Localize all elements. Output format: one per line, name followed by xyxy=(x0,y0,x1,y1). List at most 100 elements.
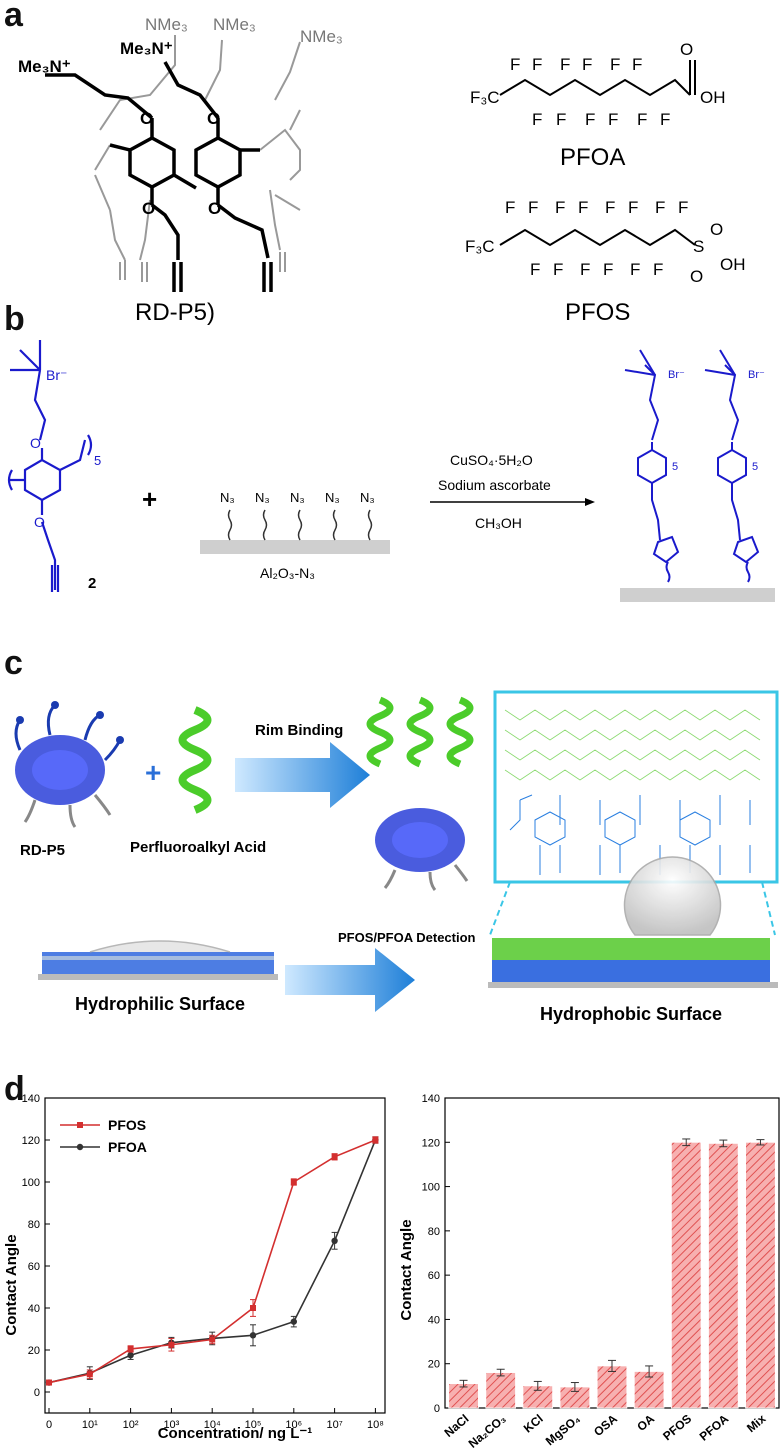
svg-text:F: F xyxy=(610,55,620,74)
series-line-pfos xyxy=(48,1139,376,1384)
svg-text:F: F xyxy=(578,198,588,217)
line-chart-marks xyxy=(45,1136,379,1386)
svg-text:F₃C: F₃C xyxy=(465,237,495,256)
svg-text:O: O xyxy=(680,40,693,59)
data-point xyxy=(290,1179,297,1185)
rdp5-front-rings xyxy=(45,61,273,292)
x-tick-label: KCl xyxy=(521,1412,546,1436)
pfoa-skeleton xyxy=(499,60,696,97)
x-tick-label: PFOS xyxy=(660,1412,694,1444)
bar-oa xyxy=(633,1371,665,1409)
x-tick-label: Mix xyxy=(744,1411,769,1435)
y-tick-label: 0 xyxy=(34,1387,40,1399)
legend-label: PFOA xyxy=(108,1139,147,1155)
svg-text:F: F xyxy=(505,198,515,217)
svg-text:F: F xyxy=(660,110,670,129)
y-tick-label: 20 xyxy=(428,1359,440,1371)
data-point xyxy=(372,1137,379,1143)
x-tick-label: 0 xyxy=(46,1419,52,1431)
zoom-fluoro-layer xyxy=(504,709,761,781)
reagent-cuso4: CuSO₄·5H₂O xyxy=(450,452,533,468)
detection-arrow xyxy=(285,948,415,1012)
zoom-macrocycle-layer xyxy=(509,794,751,875)
y-tick-label: 40 xyxy=(428,1314,440,1326)
svg-text:F: F xyxy=(582,55,592,74)
bar-na₂co₃ xyxy=(485,1372,516,1409)
data-point xyxy=(127,1345,134,1352)
rdp5-back-skeleton xyxy=(94,35,301,282)
alumina-surface xyxy=(200,540,390,554)
y-tick-label: 120 xyxy=(422,1137,440,1149)
svg-text:F: F xyxy=(580,260,590,279)
data-point xyxy=(249,1332,257,1339)
svg-text:F: F xyxy=(630,260,640,279)
x-tick-label: MgSO₄ xyxy=(543,1411,583,1448)
svg-text:O: O xyxy=(34,514,45,530)
line-chart-xlabel: Concentration/ ng L⁻¹ xyxy=(158,1425,313,1442)
panel-letter-d: d xyxy=(4,1070,25,1108)
svg-text:N₃: N₃ xyxy=(325,490,340,505)
bar-mix xyxy=(745,1141,776,1409)
pfos-label: PFOS xyxy=(565,299,630,326)
rim-binding-arrow xyxy=(235,742,370,808)
data-point xyxy=(290,1318,297,1325)
svg-text:F: F xyxy=(603,260,613,279)
detection-label: PFOS/PFOA Detection xyxy=(338,930,476,945)
legend-marker xyxy=(77,1122,83,1128)
x-tick-label: 10⁸ xyxy=(367,1419,384,1431)
y-tick-label: 140 xyxy=(422,1093,440,1105)
monomer-2-structure xyxy=(7,340,93,592)
svg-text:F: F xyxy=(510,55,520,74)
oxygen-label: O xyxy=(140,109,153,128)
data-point xyxy=(86,1371,93,1378)
x-tick-label: Na₂CO₃ xyxy=(466,1412,509,1448)
hydrophobic-surface-graphic xyxy=(488,856,778,988)
x-tick-label: 10³ xyxy=(163,1419,179,1431)
svg-text:F: F xyxy=(555,198,565,217)
hydrophilic-label: Hydrophilic Surface xyxy=(75,994,245,1014)
data-point xyxy=(127,1352,134,1359)
me3n-label: Me₃N⁺ xyxy=(18,57,71,76)
svg-text:F: F xyxy=(632,55,642,74)
support-label: Al₂O₃-N₃ xyxy=(260,565,315,581)
x-tick-label: 10⁴ xyxy=(204,1419,221,1431)
rdp5-atom-labels: O O O O Me₃N⁺ Me₃N⁺ NMe₃ NMe₃ NMe₃ xyxy=(18,15,343,218)
bar-osa xyxy=(596,1365,628,1409)
panel-letter-b: b xyxy=(4,300,25,338)
product-surface xyxy=(620,588,775,602)
svg-text:F: F xyxy=(553,260,563,279)
line-chart-axes xyxy=(44,1097,386,1414)
svg-text:F: F xyxy=(556,110,566,129)
svg-text:F: F xyxy=(678,198,688,217)
y-tick-label: 100 xyxy=(22,1177,40,1189)
data-point xyxy=(168,1341,175,1348)
x-tick-label: OSA xyxy=(591,1411,620,1439)
water-droplet xyxy=(623,856,722,936)
panel-b-reaction-scheme: O O Br⁻ 5 2 + N₃ N₃ N₃ N₃ N₃ Al₂O₃-N₃ Cu… xyxy=(7,340,775,602)
svg-text:F: F xyxy=(530,260,540,279)
nme3-label: NMe₃ xyxy=(300,27,343,46)
rdp5-cartoon-label: RD-P5 xyxy=(20,842,65,859)
data-point xyxy=(331,1153,338,1160)
y-tick-label: 80 xyxy=(28,1219,40,1231)
legend-marker xyxy=(76,1143,84,1151)
rim-binding-label: Rim Binding xyxy=(255,722,343,739)
panel-c-schematic: RD-P5 + Perfluoroalkyl Acid Rim Binding xyxy=(14,690,779,1024)
svg-text:O: O xyxy=(30,435,41,451)
rdp5-label: RD-P5) xyxy=(135,299,215,326)
legend-label: PFOS xyxy=(108,1117,146,1133)
plus-sign: + xyxy=(145,757,161,788)
hydrophilic-surface-graphic xyxy=(38,940,278,980)
y-tick-label: 80 xyxy=(428,1226,440,1238)
svg-text:O: O xyxy=(690,267,703,286)
x-tick-label: OA xyxy=(634,1411,657,1434)
bound-complex xyxy=(366,696,474,891)
pfoa-label: PFOA xyxy=(560,144,625,171)
bar-chart-marks xyxy=(448,1138,776,1409)
bar-pfos xyxy=(670,1141,702,1409)
